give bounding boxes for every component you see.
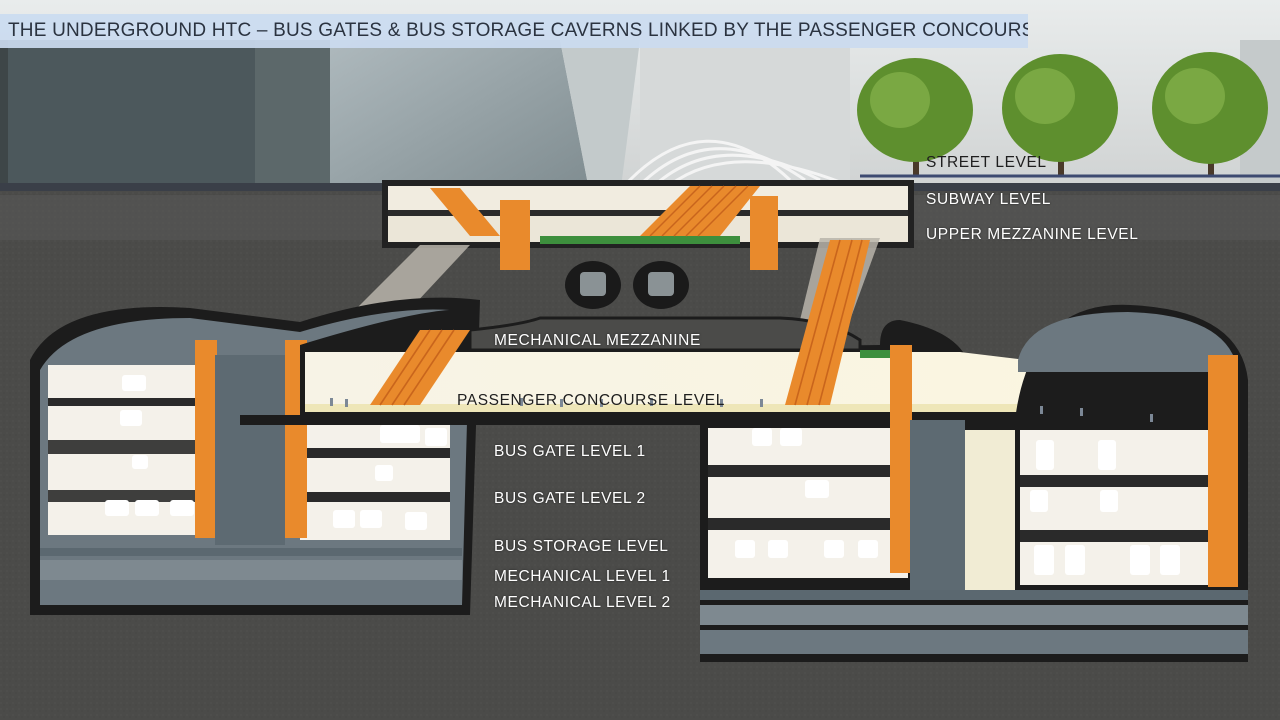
tree (857, 58, 973, 175)
escalator-left (370, 329, 470, 406)
building-left (0, 40, 8, 195)
escalator-right (785, 239, 870, 406)
label-bus-gate-level-2: BUS GATE LEVEL 2 (494, 490, 646, 507)
building-mid (255, 40, 335, 195)
pedestrians (330, 398, 1153, 422)
escalator-shaft-left (345, 245, 470, 320)
building-dark (8, 40, 263, 195)
service-tunnel (565, 261, 621, 309)
mechanical-mezzanine (468, 316, 862, 352)
label-mechanical-level-1: MECHANICAL LEVEL 1 (494, 568, 671, 585)
slide-title: THE UNDERGROUND HTC – BUS GATES & BUS ST… (0, 14, 1028, 48)
buses-right (735, 428, 1180, 575)
service-tunnel (633, 261, 689, 309)
buses-left (105, 375, 447, 530)
tree (1152, 52, 1268, 175)
subway-box (382, 180, 914, 270)
glass-tower (330, 40, 590, 195)
label-mechanical-level-2: MECHANICAL LEVEL 2 (494, 594, 671, 611)
concourse-green-platform (860, 350, 900, 358)
label-mechanical-mezzanine: MECHANICAL MEZZANINE (494, 332, 701, 349)
label-street-level: STREET LEVEL (926, 154, 1047, 171)
arch-pavilion (623, 139, 841, 187)
label-bus-gate-level-1: BUS GATE LEVEL 1 (494, 443, 646, 460)
label-passenger-concourse-level: PASSENGER CONCOURSE LEVEL (457, 392, 725, 409)
label-subway-level: SUBWAY LEVEL (926, 191, 1051, 208)
glass-tower-facet (560, 40, 640, 195)
tree (1002, 54, 1118, 175)
label-bus-storage-level: BUS STORAGE LEVEL (494, 538, 669, 555)
label-upper-mezzanine-level: UPPER MEZZANINE LEVEL (926, 226, 1139, 243)
